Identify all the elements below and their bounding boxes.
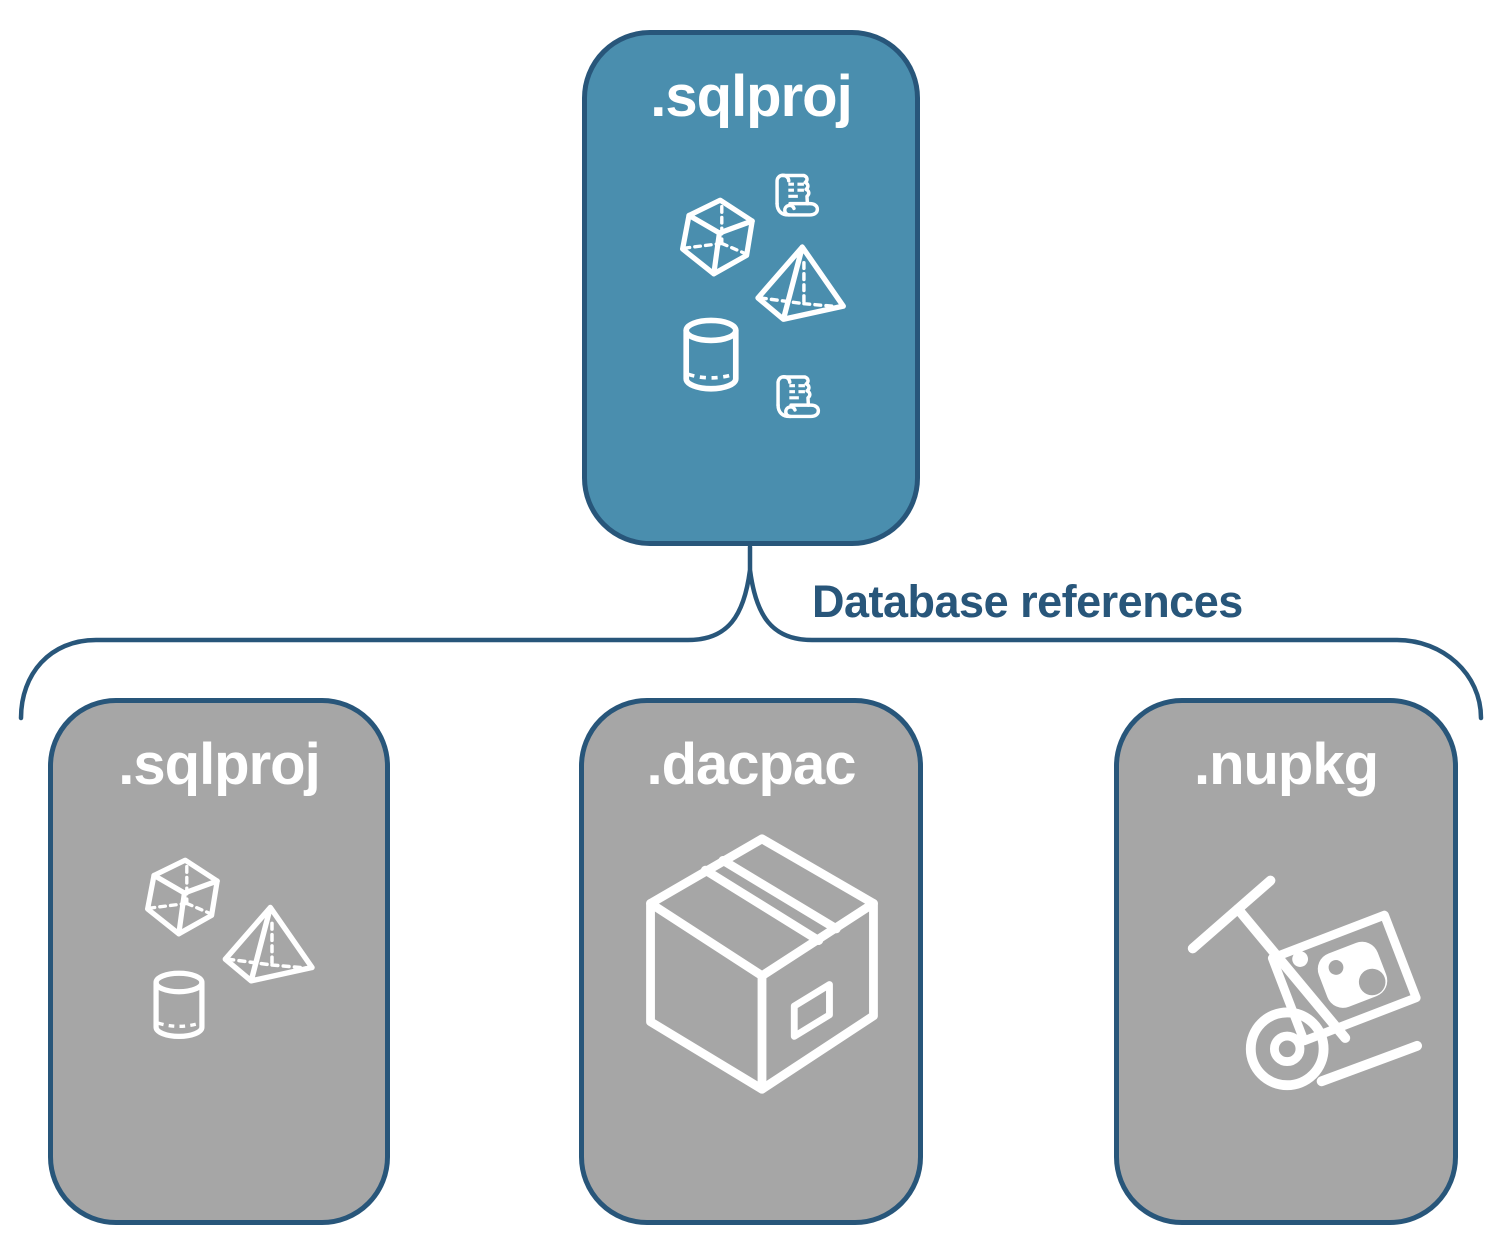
connector-label: Database references bbox=[812, 576, 1243, 627]
script-scroll-icon bbox=[772, 370, 824, 423]
cylinder-icon bbox=[147, 970, 211, 1044]
child-node-label: .nupkg bbox=[1193, 732, 1379, 797]
script-scroll-icon bbox=[771, 168, 823, 222]
root-node-label: .sqlproj bbox=[650, 64, 852, 129]
child-node-nupkg: .nupkg bbox=[1114, 698, 1458, 1225]
child-node-dacpac: .dacpac bbox=[579, 698, 923, 1225]
pyramid-icon bbox=[217, 903, 317, 987]
cylinder-icon bbox=[680, 317, 742, 397]
package-box-icon bbox=[642, 833, 882, 1097]
cube-icon bbox=[675, 197, 759, 277]
cube-icon bbox=[140, 857, 224, 937]
root-node-sqlproj: .sqlproj bbox=[582, 30, 920, 546]
nuget-package-dolly-icon bbox=[1175, 853, 1423, 1099]
child-node-label: .dacpac bbox=[646, 732, 857, 797]
child-node-label: .sqlproj bbox=[118, 732, 320, 797]
pyramid-icon bbox=[747, 243, 851, 325]
child-node-sqlproj: .sqlproj bbox=[48, 698, 390, 1225]
